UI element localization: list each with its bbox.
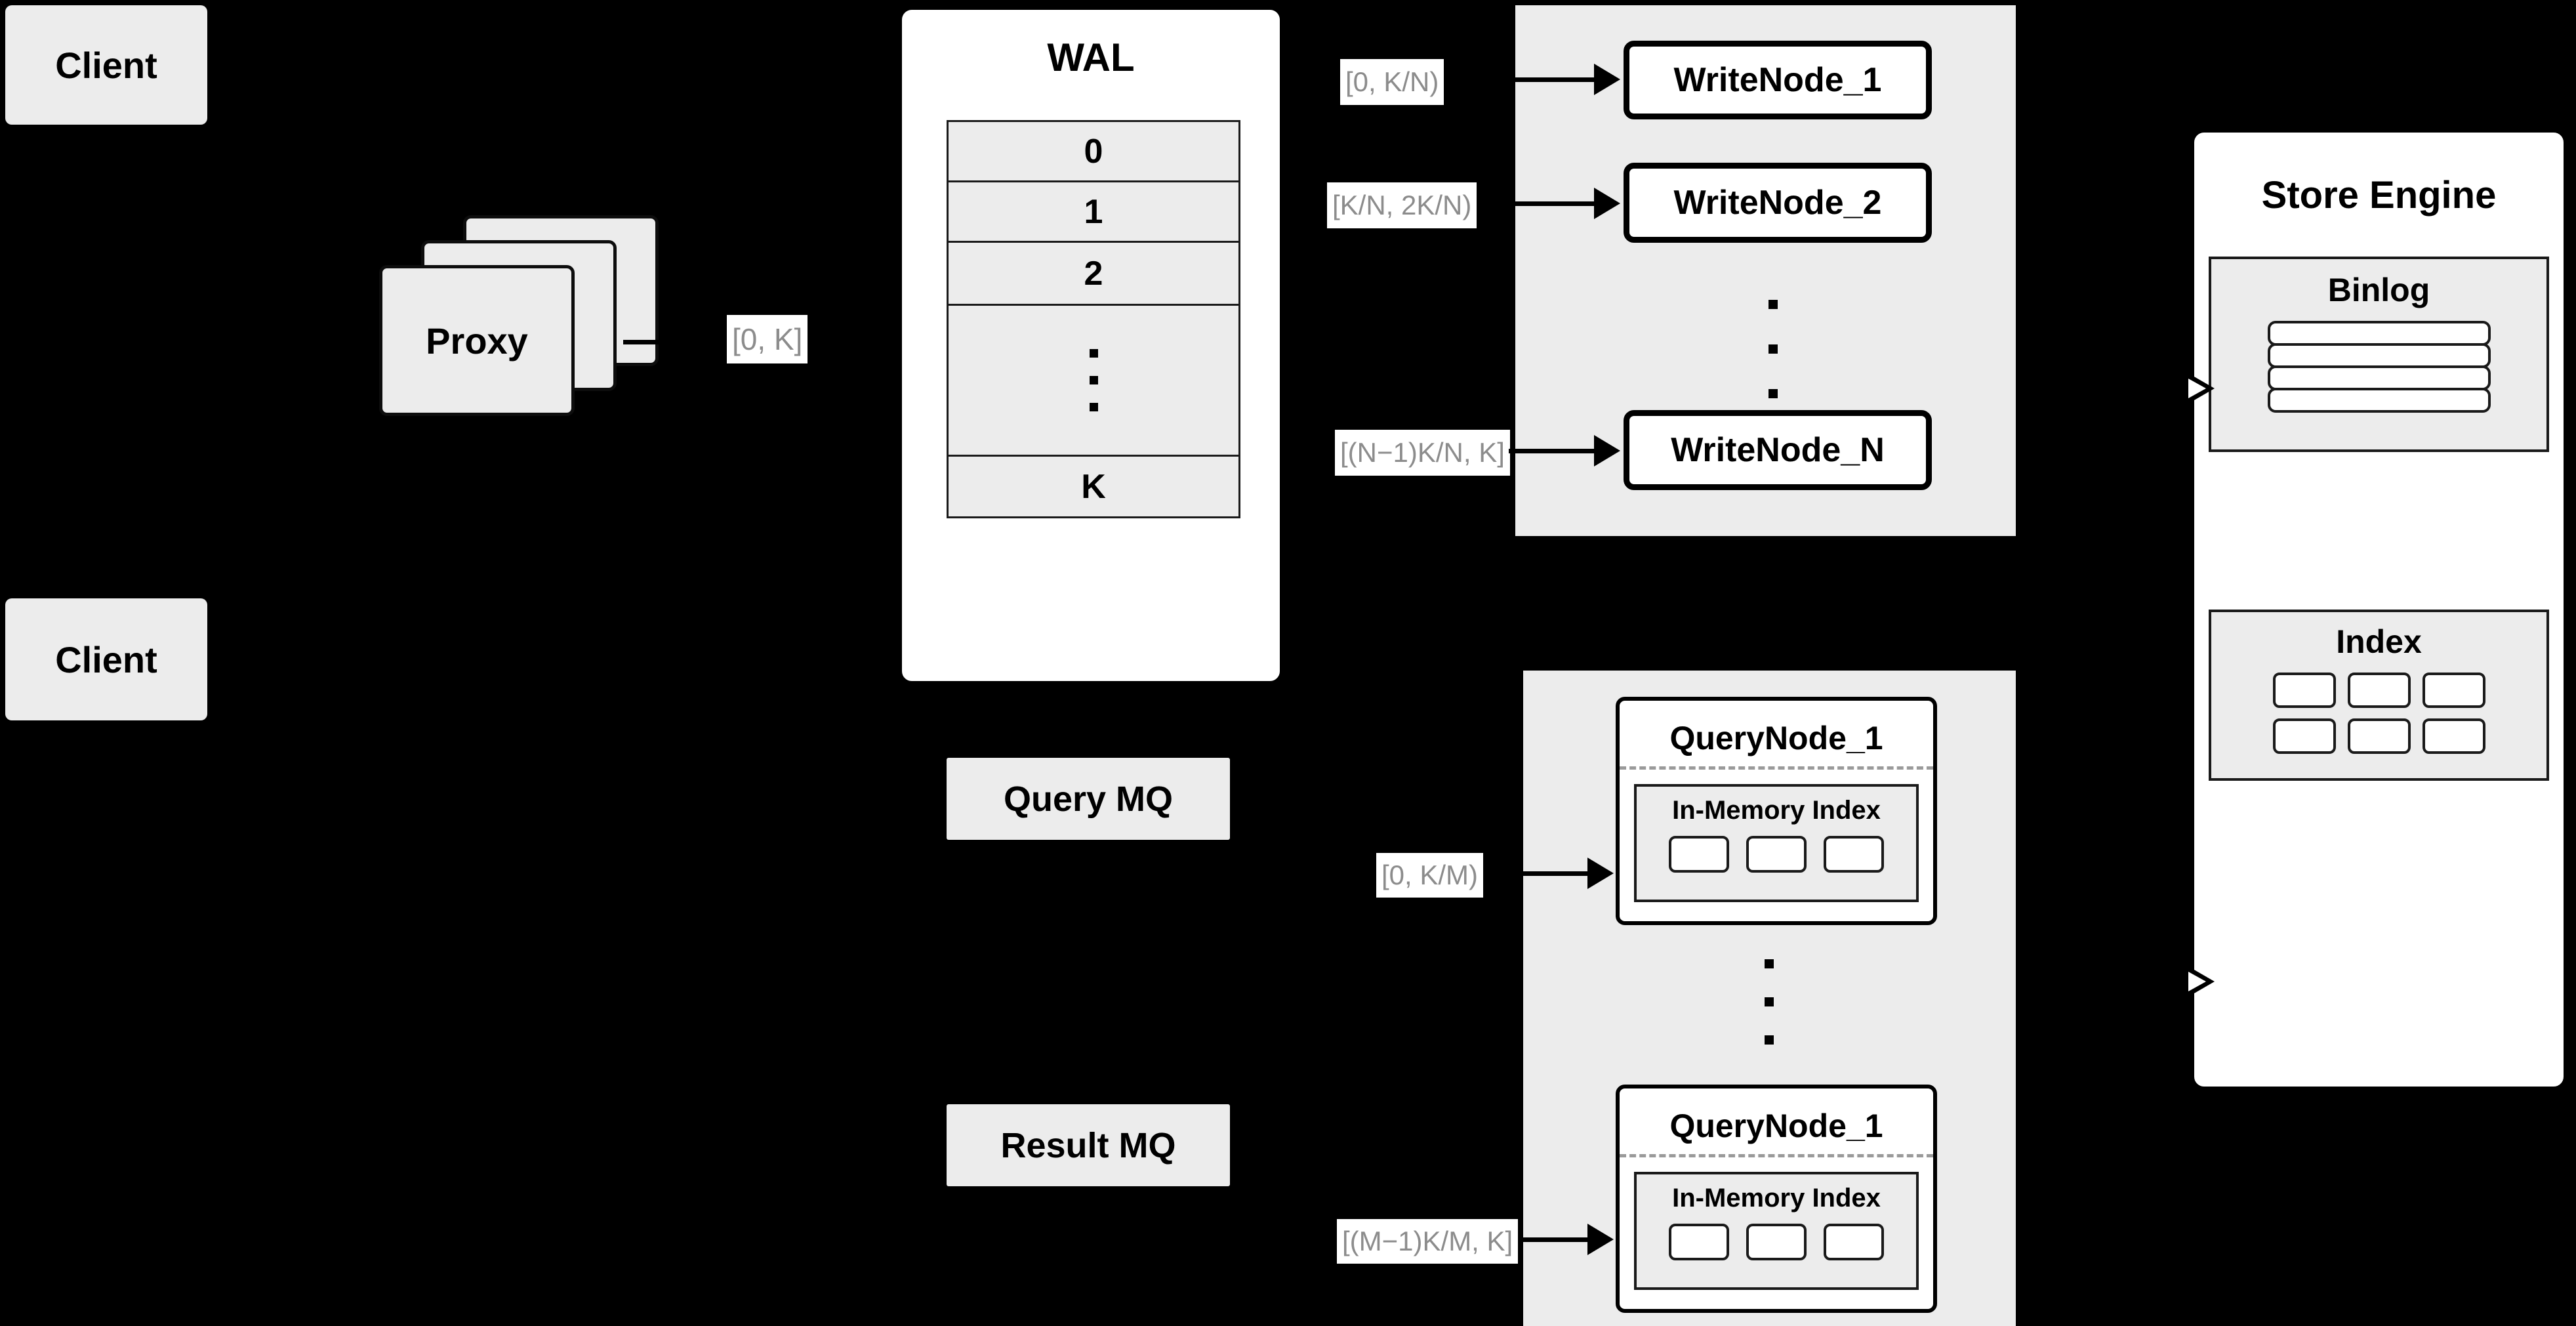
index-cell: [1824, 836, 1884, 873]
write-node-n: WriteNode_N: [1624, 410, 1932, 490]
arrow-line-query-m: [1522, 1237, 1587, 1242]
index-cell: [1746, 836, 1807, 873]
store-index-cell: [2347, 673, 2411, 708]
store-engine-panel: Store Engine Binlog Index: [2190, 128, 2568, 1091]
wal-ellipsis-icon: [1089, 340, 1098, 421]
wal-table: 0 1 2: [947, 120, 1240, 306]
binlog-panel: Binlog: [2209, 257, 2549, 452]
binlog-row: [2267, 388, 2491, 413]
arrow-head-query-m: [1587, 1224, 1614, 1255]
arrow-line-write-2: [1509, 201, 1594, 206]
query-node-1-separator: [1620, 766, 1933, 770]
proxy-to-wal-line: [623, 340, 669, 344]
query-node-2-separator: [1620, 1154, 1933, 1157]
binlog-row: [2267, 321, 2491, 346]
write-node-1: WriteNode_1: [1624, 41, 1932, 119]
proxy-stack: Proxy: [379, 215, 668, 425]
index-cell: [1669, 836, 1729, 873]
edge-label-write-n: [(N−1)K/N, K]: [1335, 430, 1510, 476]
edge-label-proxy-to-wal: [0, K]: [727, 315, 808, 363]
proxy-label: Proxy: [426, 320, 528, 362]
arrow-head-to-index: [2188, 967, 2215, 996]
arrow-head-write-n: [1594, 435, 1620, 466]
write-node-2: WriteNode_2: [1624, 163, 1932, 243]
store-index-cell: [2422, 718, 2485, 754]
arrow-line-to-index: [2157, 951, 2191, 954]
query-node-2: QueryNode_1 In-Memory Index: [1616, 1085, 1937, 1313]
edge-label-query-m: [(M−1)K/M, K]: [1337, 1219, 1519, 1264]
wal-panel: WAL 0 1 2 K: [897, 5, 1284, 686]
index-panel: Index: [2209, 610, 2549, 781]
binlog-row: [2267, 343, 2491, 368]
proxy-card-front: Proxy: [379, 265, 575, 416]
result-mq-box: Result MQ: [947, 1104, 1230, 1186]
store-index-cell: [2272, 718, 2336, 754]
client-label-2: Client: [55, 638, 157, 680]
edge-label-write-2: [K/N, 2K/N): [1327, 182, 1477, 228]
arrow-line-write-n: [1509, 449, 1594, 453]
index-cell: [1824, 1224, 1884, 1260]
query-node-1-index-title: In-Memory Index: [1672, 796, 1881, 825]
store-index-cell: [2272, 673, 2336, 708]
arrow-line-query-1: [1522, 871, 1587, 876]
arrow-head-write-2: [1594, 188, 1620, 219]
wal-row-1: 1: [949, 182, 1238, 243]
arrow-head-to-binlog: [2188, 374, 2215, 403]
store-index-cell: [2422, 673, 2485, 708]
client-box-2: Client: [5, 598, 207, 720]
arrow-line-to-binlog: [2157, 386, 2191, 390]
query-mq-box: Query MQ: [947, 758, 1230, 840]
wal-row-k: K: [947, 457, 1240, 518]
index-cell: [1669, 1224, 1729, 1260]
index-cell: [1746, 1224, 1807, 1260]
query-node-2-index-title: In-Memory Index: [1672, 1184, 1881, 1212]
binlog-row: [2267, 365, 2491, 390]
query-cluster-ellipsis: [1765, 945, 1774, 1059]
edge-label-query-1: [0, K/M): [1376, 853, 1484, 898]
store-index-cell: [2347, 718, 2411, 754]
query-node-2-title: QueryNode_1: [1669, 1108, 1883, 1144]
query-node-1: QueryNode_1 In-Memory Index: [1616, 697, 1937, 925]
query-node-1-inmemory-index: In-Memory Index: [1634, 784, 1919, 902]
result-mq-label: Result MQ: [1000, 1125, 1176, 1165]
arrow-head-query-1: [1587, 858, 1614, 889]
wal-title: WAL: [1047, 35, 1135, 79]
binlog-title: Binlog: [2327, 272, 2430, 308]
wal-row-0: 0: [949, 122, 1238, 183]
write-cluster-ellipsis: [1768, 282, 1778, 416]
wal-row-2: 2: [949, 243, 1238, 304]
query-node-2-inmemory-index: In-Memory Index: [1634, 1172, 1919, 1290]
client-box-1: Client: [5, 5, 207, 125]
query-node-1-title: QueryNode_1: [1669, 720, 1883, 756]
arrow-line-write-1: [1509, 77, 1594, 82]
wal-row-ellipsis: [947, 306, 1240, 457]
edge-label-write-1: [0, K/N): [1340, 59, 1444, 105]
arrow-head-write-1: [1594, 64, 1620, 95]
index-title: Index: [2336, 623, 2422, 660]
store-engine-title: Store Engine: [2261, 174, 2497, 217]
query-mq-label: Query MQ: [1003, 779, 1174, 819]
client-label-1: Client: [55, 44, 157, 86]
